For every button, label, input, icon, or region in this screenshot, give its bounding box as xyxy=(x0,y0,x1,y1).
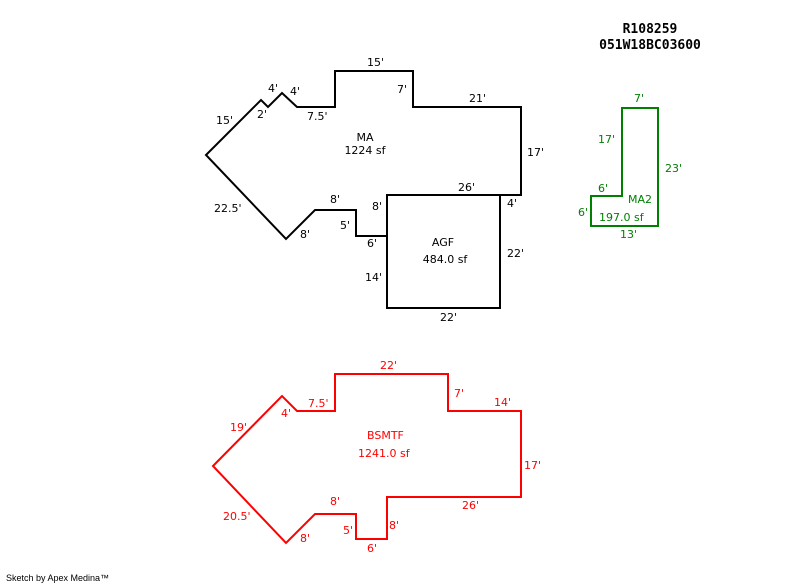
dim-label: 26' xyxy=(458,181,475,194)
dim-label: 22' xyxy=(380,359,397,372)
dim-label: 6' xyxy=(367,542,377,555)
dim-label: 21' xyxy=(469,92,486,105)
ma-label: MA xyxy=(356,131,373,144)
dim-label: 14' xyxy=(494,396,511,409)
map-number: 051W18BC03600 xyxy=(599,38,701,53)
ma2-area: MA2 197.0 sf 7' 17' 23' 6' 6' 13' xyxy=(578,92,682,241)
ma2-area-value: 197.0 sf xyxy=(599,211,645,224)
ma2-label: MA2 xyxy=(628,193,652,206)
dim-label: 8' xyxy=(330,495,340,508)
dim-label: 4' xyxy=(268,82,278,95)
dim-label: 8' xyxy=(300,532,310,545)
agf-label: AGF xyxy=(432,236,454,249)
bsmtf-area: BSMTF 1241.0 sf 19' 4' 7.5' 22' 7' 14' 1… xyxy=(211,359,541,555)
dim-label: 6' xyxy=(598,182,608,195)
dim-label: 4' xyxy=(290,85,300,98)
dim-label: 26' xyxy=(462,499,479,512)
sketch-credit: Sketch by Apex Medina™ xyxy=(6,573,110,583)
dim-label: 8' xyxy=(389,519,399,532)
dim-label: 8' xyxy=(300,228,310,241)
ma-area-value: 1224 sf xyxy=(344,144,386,157)
dim-label: 4' xyxy=(507,197,517,210)
dim-label: 22.5' xyxy=(214,202,242,215)
dim-label: 5' xyxy=(340,219,350,232)
bsmtf-outline xyxy=(211,373,522,545)
ma-outline xyxy=(204,70,522,241)
bsmtf-label: BSMTF xyxy=(367,429,404,442)
dim-label: 20.5' xyxy=(223,510,251,523)
agf-area-value: 484.0 sf xyxy=(423,253,469,266)
dim-label: 7.5' xyxy=(308,397,329,410)
dim-label: 8' xyxy=(330,193,340,206)
dim-label: 7.5' xyxy=(307,110,328,123)
dim-label: 6' xyxy=(367,237,377,250)
dim-label: 15' xyxy=(367,56,384,69)
ma-area: MA 1224 sf 15' 4' 4' 2' 7.5' 15' 7' 21' … xyxy=(204,56,544,250)
dim-label: 17' xyxy=(527,146,544,159)
bsmtf-area-value: 1241.0 sf xyxy=(358,447,411,460)
dim-label: 5' xyxy=(343,524,353,537)
dim-label: 22' xyxy=(440,311,457,324)
agf-outline xyxy=(386,194,501,309)
dim-label: 22' xyxy=(507,247,524,260)
dim-label: 8' xyxy=(372,200,382,213)
dim-label: 7' xyxy=(634,92,644,105)
dim-label: 17' xyxy=(524,459,541,472)
dim-label: 6' xyxy=(578,206,588,219)
ma2-outline xyxy=(590,107,659,227)
dim-label: 7' xyxy=(397,83,407,96)
dim-label: 7' xyxy=(454,387,464,400)
dim-label: 4' xyxy=(281,407,291,420)
dim-label: 14' xyxy=(365,271,382,284)
dim-label: 23' xyxy=(665,162,682,175)
dim-label: 17' xyxy=(598,133,615,146)
dim-label: 2' xyxy=(257,108,267,121)
parcel-id: R108259 xyxy=(623,22,678,37)
agf-area: AGF 484.0 sf 14' 22' 22' xyxy=(365,194,524,324)
dim-label: 13' xyxy=(620,228,637,241)
dim-label: 15' xyxy=(216,114,233,127)
dim-label: 19' xyxy=(230,421,247,434)
